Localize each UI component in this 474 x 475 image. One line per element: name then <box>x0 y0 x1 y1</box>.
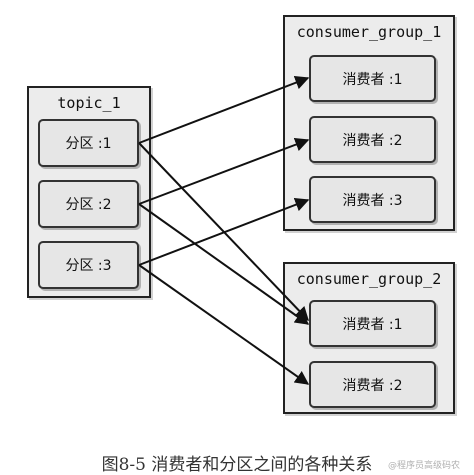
consumer-group-2-title: consumer_group_2 <box>296 270 442 288</box>
consumer-group-1-title: consumer_group_1 <box>296 23 442 41</box>
group2-consumer-2: 消费者 :2 <box>309 361 436 408</box>
watermark: @程序员高级码农 <box>388 461 461 471</box>
arrow-p1-g1c1 <box>138 75 310 144</box>
topic-title: topic_1 <box>57 94 121 112</box>
group2-consumer-1: 消费者 :1 <box>309 300 436 347</box>
arrow-p1-g2c1 <box>138 142 309 322</box>
group1-consumer-1: 消费者 :1 <box>309 55 436 102</box>
arrow-p2-g1c2 <box>138 137 310 205</box>
arrow-p3-g2c2 <box>138 264 310 385</box>
partition-3: 分区 :3 <box>38 241 139 289</box>
partition-1: 分区 :1 <box>38 119 139 167</box>
group1-consumer-2: 消费者 :2 <box>309 116 436 163</box>
arrow-p2-g2c1 <box>138 203 310 325</box>
group1-consumer-3: 消费者 :3 <box>309 176 436 223</box>
partition-2: 分区 :2 <box>38 180 139 228</box>
figure-caption: 图8-5 消费者和分区之间的各种关系 <box>101 455 373 475</box>
